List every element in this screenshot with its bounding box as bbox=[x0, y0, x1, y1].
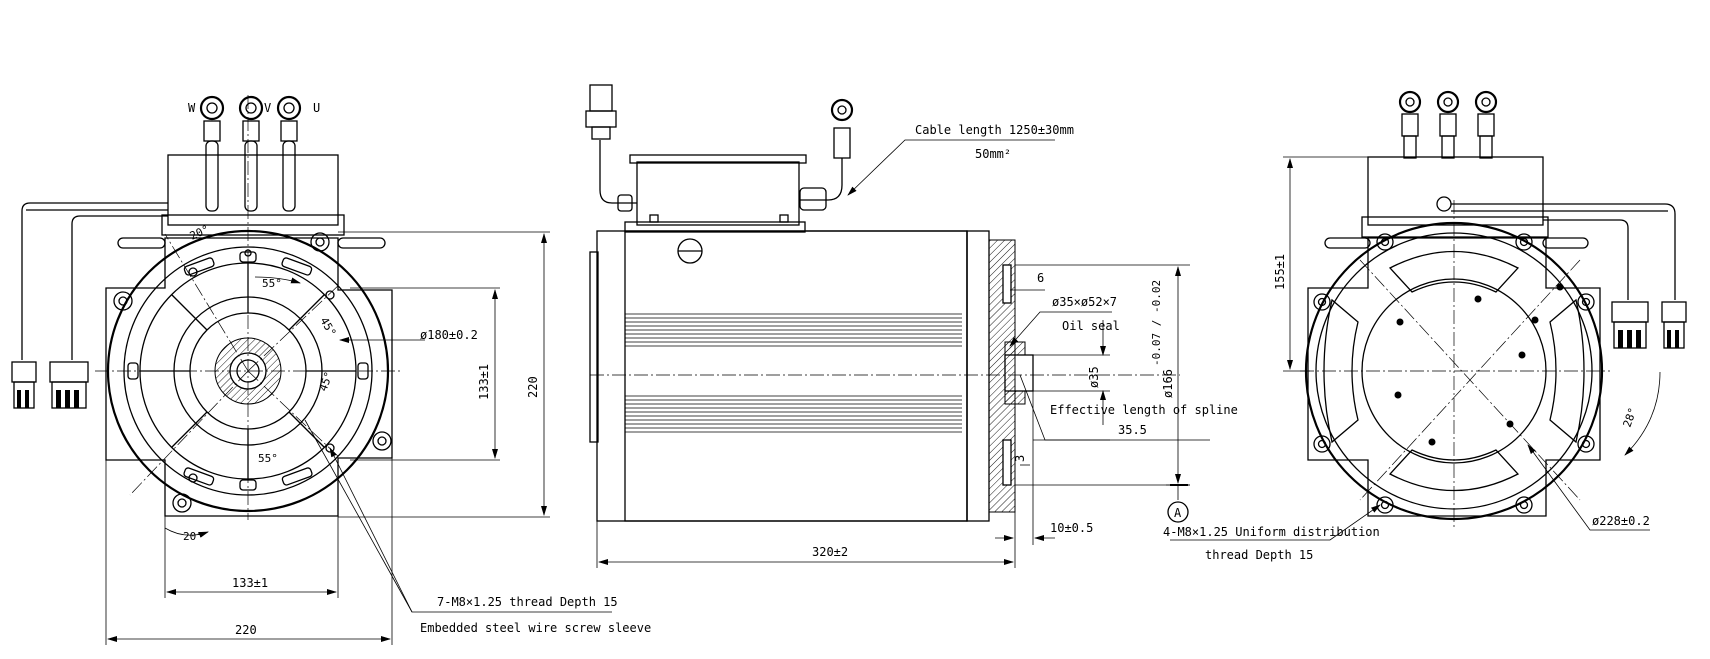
angle-label: 45° bbox=[317, 370, 336, 393]
motor-body bbox=[596, 230, 968, 522]
rear-signal-cable bbox=[1451, 203, 1676, 300]
rear-windows bbox=[1323, 250, 1585, 492]
flange-dim-label: 10±0.5 bbox=[1050, 521, 1093, 535]
shaft-dia-label: ø35 bbox=[1087, 366, 1101, 388]
signal-cable bbox=[21, 202, 168, 360]
cable-length-label: Cable length 1250±30mm bbox=[915, 123, 1074, 137]
pilot-tol-label: -0.07 / -0.02 bbox=[1150, 280, 1163, 366]
rear-view: 155±1 28° ø228±0.2 4-M8×1.25 Uniform dis… bbox=[1163, 90, 1687, 562]
pilot-dia-label: ø166 bbox=[1161, 369, 1175, 398]
thread-note-front: 7-M8×1.25 thread Depth 15 bbox=[437, 595, 618, 609]
rear-depth-note: thread Depth 15 bbox=[1205, 548, 1313, 562]
height-220-label: 220 bbox=[526, 376, 540, 398]
spline-label: Effective length of spline bbox=[1050, 403, 1238, 417]
sleeve-note: Embedded steel wire screw sleeve bbox=[420, 621, 651, 635]
connector-right bbox=[1611, 301, 1687, 349]
signal-lead bbox=[599, 140, 637, 204]
angle-label: 20° bbox=[183, 530, 203, 543]
rear-angle-label: 28° bbox=[1621, 406, 1640, 429]
length-320-label: 320±2 bbox=[812, 545, 848, 559]
seal-size-label: ø35×ø52×7 bbox=[1052, 295, 1117, 309]
bolt-span-h-label: 133±1 bbox=[232, 576, 268, 590]
rear-bolt-holes bbox=[1313, 233, 1595, 514]
angle-label: 55° bbox=[262, 277, 282, 290]
side-view: Cable length 1250±30mm 50mm² 320±2 10±0.… bbox=[585, 84, 1238, 568]
shoulder-6-label: 6 bbox=[1037, 271, 1044, 285]
rear-thread-note: 4-M8×1.25 Uniform distribution bbox=[1163, 525, 1380, 539]
rear-terminal-lugs bbox=[1398, 90, 1498, 159]
front-view: W V U bbox=[11, 95, 651, 645]
rear-terminal-box bbox=[1367, 156, 1544, 226]
cable-section-label: 50mm² bbox=[975, 147, 1011, 161]
terminal-lugs bbox=[199, 95, 302, 212]
oil-seal-label: Oil seal bbox=[1062, 319, 1120, 333]
angle-label: 45° bbox=[317, 315, 338, 339]
rear-flange-outline bbox=[1307, 237, 1601, 517]
spline-length-label: 35.5 bbox=[1118, 423, 1147, 437]
junction-box bbox=[636, 161, 800, 226]
cooling-fins bbox=[625, 313, 962, 433]
angle-label: 55° bbox=[258, 452, 278, 465]
datum-a-label: A bbox=[1174, 506, 1182, 520]
front-bolt-holes bbox=[113, 232, 392, 513]
power-lead bbox=[799, 158, 843, 201]
terminal-label-v: V bbox=[264, 101, 271, 115]
terminal-box bbox=[167, 154, 339, 226]
terminal-label-w: W bbox=[188, 101, 196, 115]
connector-left bbox=[11, 361, 89, 409]
datum-a bbox=[1167, 501, 1189, 523]
end-flange bbox=[966, 230, 990, 522]
bolt-span-v-label: 133±1 bbox=[477, 364, 491, 400]
shoulder-3-label: 3 bbox=[1013, 455, 1027, 462]
width-220-label: 220 bbox=[235, 623, 257, 637]
pcd-180-label: ø180±0.2 bbox=[420, 328, 478, 342]
rear-height-label: 155±1 bbox=[1273, 254, 1287, 290]
terminal-label-u: U bbox=[313, 101, 320, 115]
rear-pcd-label: ø228±0.2 bbox=[1592, 514, 1650, 528]
